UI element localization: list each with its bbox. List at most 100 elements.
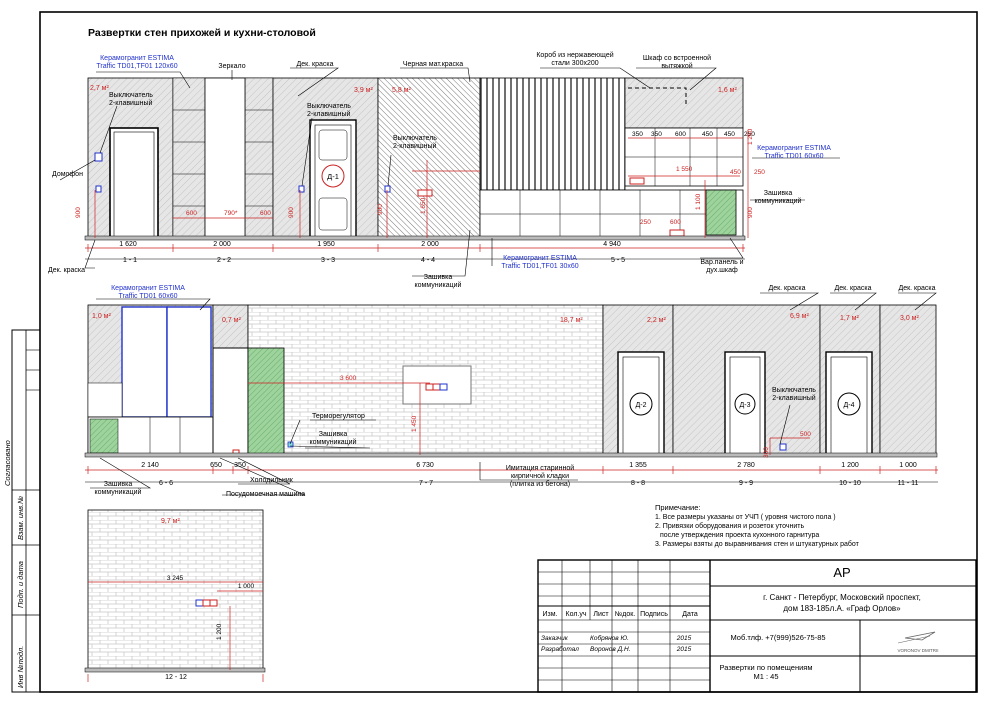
material-callout: Зашивка <box>319 431 348 438</box>
dimension-label: 600 <box>186 210 197 217</box>
wall-4-4 <box>377 77 481 239</box>
window-right <box>166 306 212 418</box>
material-callout: стали 300х200 <box>551 60 598 67</box>
floor-line <box>84 235 746 241</box>
door-d4-label: Д-4 <box>844 402 855 409</box>
material-callout: Керамогранит ESTIMA <box>757 145 831 152</box>
section-label: 9 - 9 <box>739 480 753 487</box>
drawing-code: АР <box>833 565 850 580</box>
dimension-label: 450 <box>702 131 713 138</box>
section-label: 12 - 12 <box>165 674 187 681</box>
wall-11-11 <box>879 304 937 456</box>
socket-icon <box>195 599 204 607</box>
material-callout: Дек. краска <box>768 285 805 292</box>
switch-icon <box>384 185 391 193</box>
floor-line <box>84 452 938 458</box>
material-callout: Имитация старинной <box>506 464 574 472</box>
side-label: Подп. и дата <box>16 561 25 608</box>
stamp-header: №док. <box>615 611 636 618</box>
project-address: г. Санкт - Петербург, Московский проспек… <box>763 593 921 602</box>
area-label: 5,8 м² <box>392 87 411 94</box>
side-label: Инв №подл. <box>16 646 25 688</box>
dimension-label: 1 550 <box>676 166 693 173</box>
dimension-label: 450 <box>724 131 735 138</box>
section-label: 3 - 3 <box>321 257 335 264</box>
row1-leaders <box>59 67 840 277</box>
material-callout: Черная мат.краска <box>403 61 463 68</box>
material-callout: Traffic TD01,TF01 30х60 <box>501 263 578 270</box>
dimension-label: 1 650 <box>420 197 427 214</box>
dimension-label: 1 450 <box>411 415 418 432</box>
dimension-label: 1 000 <box>238 583 255 590</box>
dimension-label: 900 <box>747 207 754 218</box>
material-callout: дух.шкаф <box>706 267 738 274</box>
material-callout: Зашивка <box>424 274 453 281</box>
material-callout: коммуникаций <box>95 488 142 496</box>
row1-dimension-lines <box>85 130 749 252</box>
sheet-name: Развертки по помещениям <box>719 663 812 672</box>
note-item: 1. Все размеры указаны от УЧП ( уровня ч… <box>655 514 836 521</box>
dimension-label: 250 <box>640 219 651 226</box>
socket-icon <box>669 229 685 237</box>
thermostat-icon <box>287 441 294 448</box>
material-callout: (плитка из бетона) <box>510 480 570 488</box>
note-item: 2. Привязки оборудования и розеток уточн… <box>655 522 804 530</box>
dimension-label: 600 <box>670 219 681 226</box>
material-callout: Короб из нержавеющей <box>536 51 613 59</box>
material-callout: Traffic TD01 60х60 <box>764 153 823 160</box>
row2-leaders <box>90 292 937 496</box>
intercom-icon <box>94 152 103 162</box>
dimension-label: 1 200 <box>216 623 223 640</box>
dimension-label: 350 <box>632 131 643 138</box>
wall-12-12 <box>87 509 264 671</box>
material-callout: Шкаф со встроенной <box>643 54 711 62</box>
device-callout: Домофон <box>52 171 83 178</box>
material-callout: Зашивка <box>104 481 133 488</box>
dimension-label: 350 <box>234 462 246 469</box>
dimension-label: 300 <box>763 447 770 458</box>
area-label: 1,7 м² <box>840 315 859 322</box>
device-callout: 2-клавишный <box>772 394 815 402</box>
row2-dimension-lines <box>85 382 938 474</box>
dimension-label: 2 140 <box>141 462 159 469</box>
dimension-label: 1 000 <box>899 462 917 469</box>
area-label: 3,9 м² <box>354 87 373 94</box>
section-label: 5 - 5 <box>611 257 625 264</box>
side-stamp: Согласовано Взам. инв.№ Подп. и дата Инв… <box>3 329 41 693</box>
material-callout: Дек. краска <box>48 267 85 274</box>
dimension-label: 1 620 <box>119 241 137 248</box>
device-callout: 2-клавишный <box>393 142 436 150</box>
material-callout: Керамогранит ESTIMA <box>100 55 174 62</box>
dimension-label: 1 250 <box>747 128 754 145</box>
dimension-label: 600 <box>260 210 271 217</box>
side-label: Согласовано <box>3 440 12 486</box>
side-label: Взам. инв.№ <box>16 496 25 540</box>
device-callout: Терморегулятор <box>312 413 365 420</box>
dimension-label: 900 <box>75 207 82 218</box>
device-callout: Выключатель <box>307 103 351 110</box>
area-label: 1,0 м² <box>92 313 111 320</box>
note-item: после утверждения проекта кухонного гарн… <box>660 532 819 539</box>
dimension-label: 900 <box>288 207 295 218</box>
sheet-name: М1 : 45 <box>753 672 778 681</box>
material-callout: Вар.панель и <box>700 259 743 266</box>
dimension-label: 500 <box>800 431 811 438</box>
dimension-label: 1 100 <box>695 193 702 210</box>
material-callout: Traffic TD01 60х60 <box>118 293 177 300</box>
company-logo: VORONOV DMITRII <box>897 631 939 653</box>
switch-icon <box>779 443 787 451</box>
row1-elevations: Д-1 <box>84 77 749 260</box>
material-callout: Керамогранит ESTIMA <box>111 285 185 292</box>
material-callout: коммуникаций <box>415 281 462 289</box>
sheet-title: Развертки стен прихожей и кухни-столовой <box>88 27 316 39</box>
socket-icon <box>425 383 434 391</box>
area-label: 1,6 м² <box>718 87 737 94</box>
row2-elevations: Д-2 Д-3 Д-4 <box>84 304 938 483</box>
area-label: 2,7 м² <box>90 85 109 92</box>
svg-text:VORONOV DMITRII: VORONOV DMITRII <box>897 648 938 653</box>
door-d1-label: Д-1 <box>327 172 339 181</box>
entrance-door <box>109 127 159 239</box>
section-label: 11 - 11 <box>898 480 919 487</box>
stamp-header: Изм. <box>543 611 558 618</box>
